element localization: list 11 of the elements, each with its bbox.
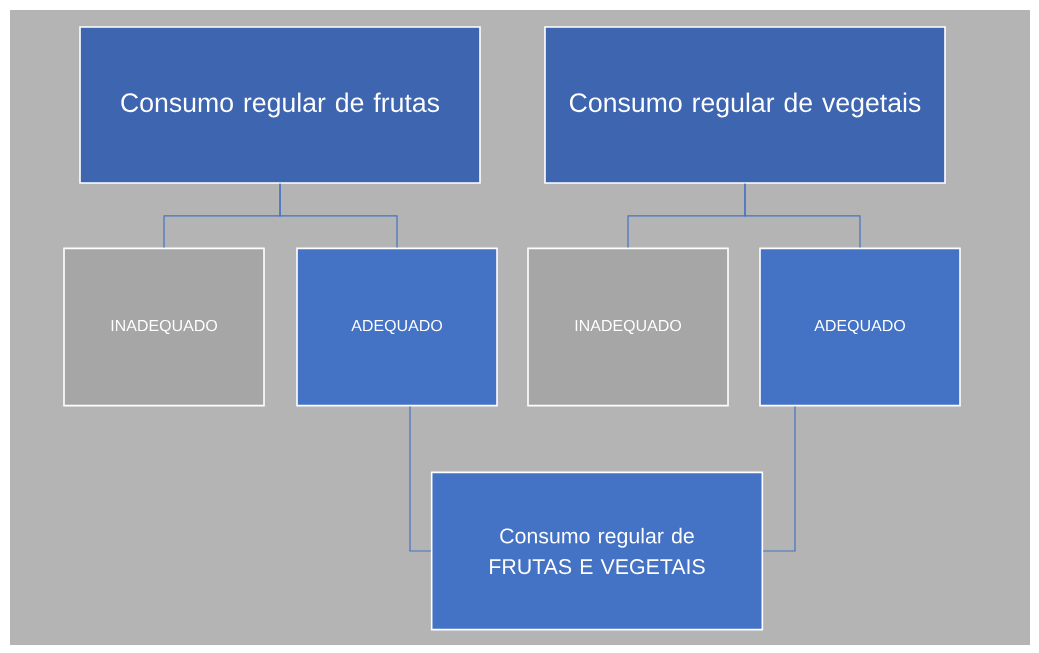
heading-box: Consumo regular de frutas <box>79 26 481 184</box>
category-box: ADEQUADO <box>296 247 498 407</box>
category-box: INADEQUADO <box>527 247 729 407</box>
connector-line <box>762 405 796 552</box>
result-box: Consumo regular de FRUTAS E VEGETAIS <box>430 471 764 631</box>
category-box: ADEQUADO <box>759 247 961 407</box>
connector-line <box>279 183 398 249</box>
heading-box: Consumo regular de vegetais <box>544 26 946 184</box>
category-box: INADEQUADO <box>63 247 265 407</box>
connector-line <box>744 183 861 249</box>
connector-line <box>409 405 432 552</box>
